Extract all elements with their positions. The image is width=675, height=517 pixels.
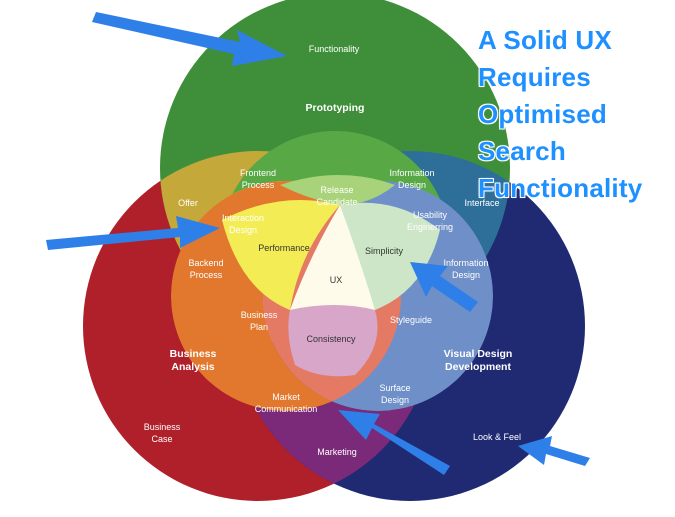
region-release bbox=[280, 175, 395, 205]
headline-line: Functionality bbox=[478, 173, 643, 203]
label-interaction-2: Design bbox=[229, 225, 257, 235]
headline: A Solid UX Requires Optimised Search Fun… bbox=[478, 22, 668, 207]
label-surface-2: Design bbox=[381, 395, 409, 405]
label-visual-design-2: Development bbox=[445, 361, 511, 373]
arrow-icon bbox=[46, 216, 220, 250]
label-ux: UX bbox=[330, 275, 343, 285]
label-backend-2: Process bbox=[190, 270, 223, 280]
label-interface: Interface bbox=[464, 198, 499, 208]
label-market-2: Communication bbox=[255, 404, 318, 414]
region-simplicity bbox=[340, 202, 440, 310]
label-business-analysis-1: Business bbox=[170, 348, 217, 360]
region-performance bbox=[222, 200, 340, 310]
label-frontend-2: Process bbox=[242, 180, 275, 190]
label-surface-1: Surface bbox=[379, 383, 410, 393]
label-business-analysis-2: Analysis bbox=[171, 361, 214, 373]
region-ux bbox=[290, 205, 375, 310]
label-consistency: Consistency bbox=[306, 334, 356, 344]
label-business-case-1: Business bbox=[144, 422, 181, 432]
label-info-design-top-1: Information bbox=[389, 168, 434, 178]
label-business-case-2: Case bbox=[151, 434, 172, 444]
label-look-feel: Look & Feel bbox=[473, 432, 521, 442]
label-simplicity: Simplicity bbox=[365, 246, 404, 256]
label-info-design-right-1: Information bbox=[443, 258, 488, 268]
label-prototyping: Prototyping bbox=[306, 102, 365, 114]
headline-line: A Solid UX bbox=[478, 25, 612, 55]
label-business-plan-1: Business bbox=[241, 310, 278, 320]
region-consistency bbox=[288, 305, 378, 377]
label-functionality: Functionality bbox=[309, 44, 360, 54]
label-offer: Offer bbox=[178, 198, 198, 208]
label-frontend-1: Frontend bbox=[240, 168, 276, 178]
label-release-2: Candidate bbox=[316, 197, 357, 207]
headline-line: Requires bbox=[478, 62, 591, 92]
label-backend-1: Backend bbox=[188, 258, 223, 268]
arrow-icon bbox=[518, 436, 590, 466]
label-info-design-right-2: Design bbox=[452, 270, 480, 280]
label-usability-2: Enginerring bbox=[407, 222, 453, 232]
label-business-plan-2: Plan bbox=[250, 322, 268, 332]
label-styleguide: Styleguide bbox=[390, 315, 432, 325]
arrow-icon bbox=[92, 12, 287, 66]
label-release-1: Release bbox=[320, 185, 353, 195]
headline-line: Optimised bbox=[478, 99, 607, 129]
label-visual-design-1: Visual Design bbox=[444, 348, 513, 360]
label-marketing: Marketing bbox=[317, 447, 357, 457]
label-usability-1: Usability bbox=[413, 210, 448, 220]
label-interaction-1: Interaction bbox=[222, 213, 264, 223]
headline-line: Search bbox=[478, 136, 566, 166]
label-market-1: Market bbox=[272, 392, 300, 402]
label-performance: Performance bbox=[258, 243, 310, 253]
arrow-icon bbox=[410, 262, 478, 312]
arrow-icon bbox=[338, 410, 450, 475]
label-info-design-top-2: Design bbox=[398, 180, 426, 190]
